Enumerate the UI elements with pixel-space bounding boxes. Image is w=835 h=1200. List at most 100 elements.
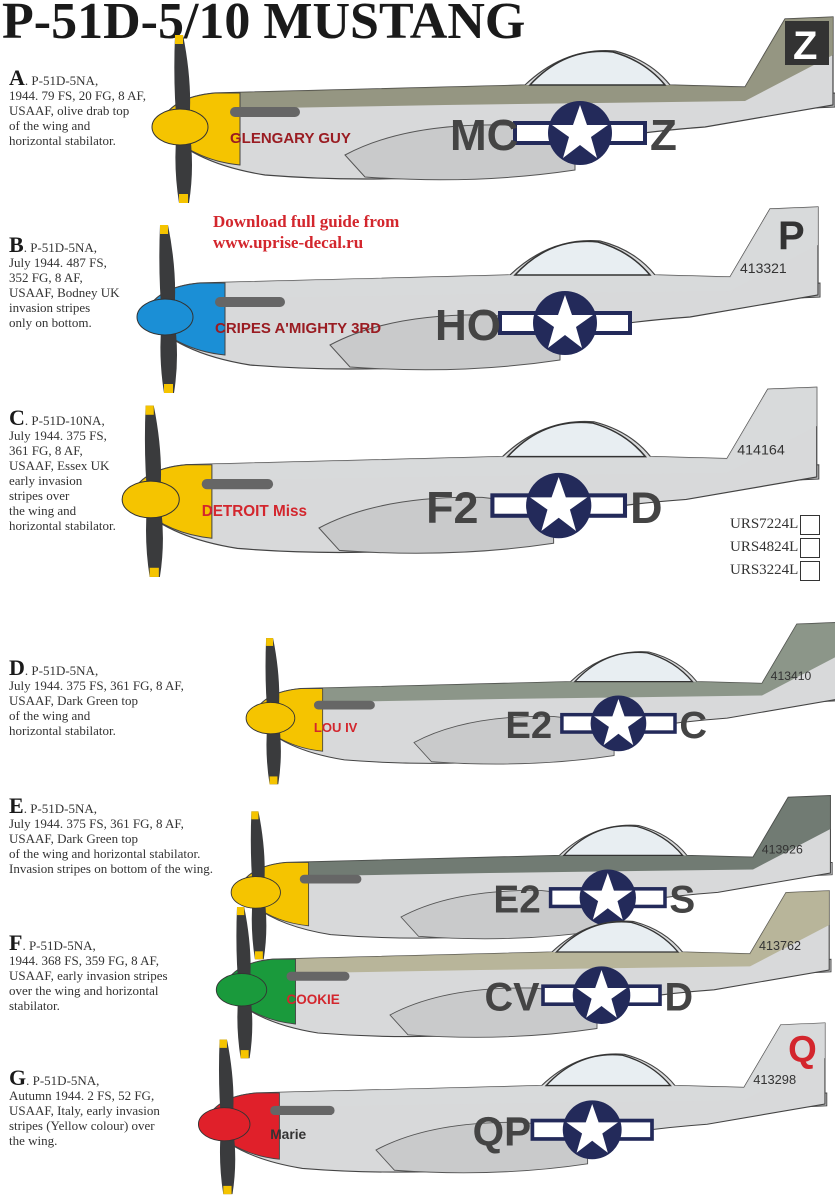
roundel-star	[594, 699, 643, 746]
top-camouflage	[215, 17, 833, 109]
propeller-tip	[175, 35, 183, 44]
tail-letter: Z	[793, 24, 817, 68]
top-camouflage	[186, 387, 817, 482]
variant-line: USAAF, Bodney UK	[9, 285, 120, 300]
spinner	[230, 876, 281, 909]
fuselage-codes: E2	[505, 704, 552, 747]
variant-model: . P-51D-5NA,	[24, 73, 99, 88]
variant-line: invasion stripes	[9, 300, 91, 315]
roundel-star	[566, 1104, 618, 1153]
exhaust-stacks	[299, 874, 362, 884]
variant-line: USAAF, early invasion stripes	[9, 968, 168, 983]
canopy	[513, 240, 652, 276]
aircraft-letter: C	[679, 704, 707, 747]
spinner	[197, 1107, 251, 1142]
variant-line: horizontal stabilator.	[9, 133, 116, 148]
canopy	[544, 1054, 672, 1087]
scale-label: URS7224L	[730, 516, 799, 532]
variant-line: stripes over	[9, 488, 70, 503]
fuselage-codes: F2	[426, 482, 478, 533]
promo-line-2[interactable]: www.uprise-decal.ru	[213, 233, 364, 252]
variant-letter: D	[9, 655, 25, 680]
canopy	[505, 421, 648, 458]
variant-model: . P-51D-5NA,	[23, 801, 97, 816]
roundel-star	[576, 970, 627, 1018]
variant-line: of the wing and	[9, 118, 91, 133]
aircraft-letter: D	[665, 976, 694, 1020]
variant-line: USAAF, Dark Green top	[9, 693, 138, 708]
tail-serial: 414164	[737, 443, 785, 459]
propeller-tip	[240, 1050, 249, 1059]
variant-line: 1944. 79 FS, 20 FG, 8 AF,	[9, 88, 146, 103]
variant-line: USAAF, Dark Green top	[9, 831, 138, 846]
aircraft-letter: D	[630, 482, 662, 533]
propeller-tip	[251, 811, 259, 820]
tail-letter: P	[778, 214, 805, 258]
variant-line: horizontal stabilator.	[9, 723, 116, 738]
canopy	[562, 825, 685, 857]
exhaust-stacks	[201, 479, 274, 490]
scale-option-72[interactable]: URS7224L	[730, 513, 821, 536]
propeller-tip	[266, 638, 274, 646]
propeller-tip	[149, 567, 159, 577]
propeller-tip	[160, 225, 168, 234]
variant-letter: A	[9, 65, 25, 90]
scale-option-48[interactable]: URS4824L	[730, 536, 821, 559]
aircraft-letter: Z	[650, 111, 677, 160]
variant-line: Invasion stripes on bottom of the wing.	[9, 861, 214, 876]
fuselage-codes: E2	[493, 879, 540, 922]
propeller-tip	[223, 1185, 232, 1195]
variant-line: USAAF, olive drab top	[9, 103, 130, 118]
fuselage-codes: CV	[485, 976, 541, 1020]
canopy	[528, 50, 667, 86]
variant-line: July 1944. 375 FS,	[9, 428, 107, 443]
tail-letter: Q	[788, 1029, 817, 1070]
variant-line: Autumn 1944. 2 FS, 52 FG,	[9, 1088, 155, 1103]
roundel-star	[583, 873, 633, 920]
variant-description-d: D. P-51D-5NA,July 1944. 375 FS, 361 FG, …	[9, 657, 184, 739]
top-camouflage	[300, 622, 835, 703]
variant-line: July 1944. 375 FS, 361 FG, 8 AF,	[9, 816, 184, 831]
spinner	[245, 702, 296, 735]
exhaust-stacks	[215, 297, 285, 307]
variant-description-g: G. P-51D-5NA,Autumn 1944. 2 FS, 52 FG,US…	[9, 1067, 160, 1149]
propeller-tip	[219, 1039, 227, 1048]
variant-line: USAAF, Essex UK	[9, 458, 110, 473]
checkbox[interactable]	[800, 514, 821, 535]
variant-line: stripes (Yellow colour) over	[9, 1118, 155, 1133]
exhaust-stacks	[313, 700, 375, 710]
propeller-tip	[269, 776, 278, 785]
variant-model: . P-51D-5NA,	[23, 240, 97, 255]
checkbox[interactable]	[800, 537, 821, 558]
variant-model: . P-51D-5NA,	[22, 938, 96, 953]
checkbox[interactable]	[800, 560, 821, 581]
variant-line: of the wing and horizontal stabilator.	[9, 846, 201, 861]
nose-art: GLENGARY GUY	[230, 130, 351, 147]
scale-option-32[interactable]: URS3224L	[730, 559, 821, 582]
top-camouflage	[286, 795, 831, 877]
top-camouflage	[200, 207, 818, 299]
variant-description-a: A. P-51D-5NA,1944. 79 FS, 20 FG, 8 AF,US…	[9, 67, 146, 149]
variant-line: of the wing and	[9, 708, 91, 723]
nose-art: LOU IV	[314, 720, 358, 735]
propeller-tip	[237, 907, 245, 916]
promo-line-1: Download full guide from	[213, 212, 400, 231]
spinner	[151, 108, 209, 146]
variant-model: . P-51D-5NA,	[26, 1073, 100, 1088]
variant-line: 1944. 368 FS, 359 FG, 8 AF,	[9, 953, 159, 968]
exhaust-stacks	[230, 107, 300, 117]
fuselage-codes: QP	[473, 1108, 531, 1154]
variant-description-f: F. P-51D-5NA,1944. 368 FS, 359 FG, 8 AF,…	[9, 932, 168, 1014]
nose-art: Marie	[270, 1127, 306, 1142]
propeller-tip	[254, 951, 263, 960]
aircraft-letter: S	[669, 879, 695, 922]
variant-line: the wing and	[9, 503, 77, 518]
variant-line: July 1944. 487 FS,	[9, 255, 107, 270]
canopy	[573, 651, 694, 683]
